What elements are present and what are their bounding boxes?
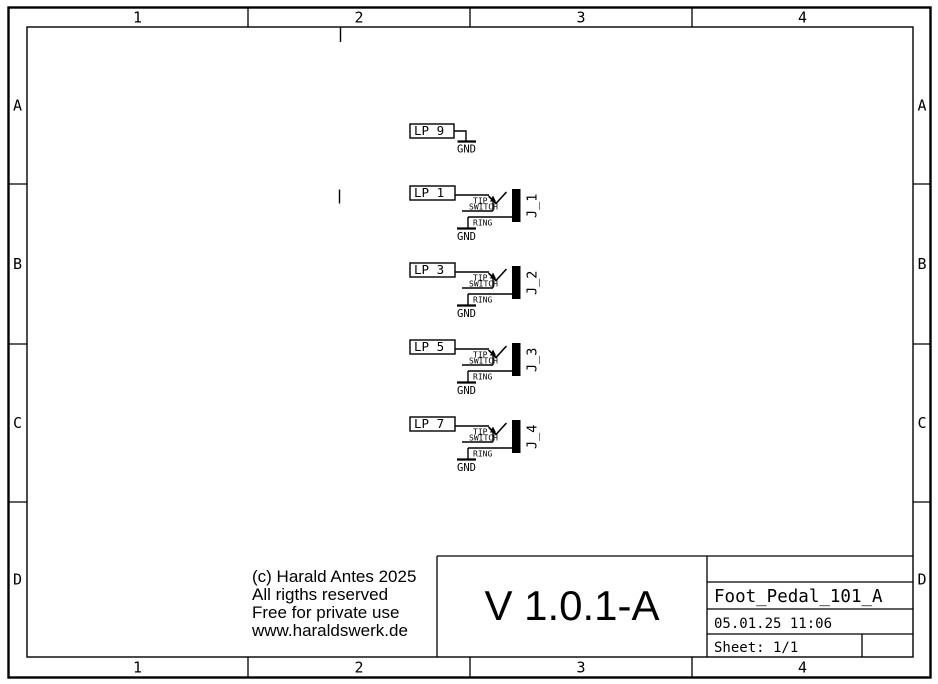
gnd-label: GND xyxy=(457,144,476,156)
row-label-left-B: B xyxy=(13,255,22,273)
hier-label-text: LP_7 xyxy=(414,416,444,431)
gnd-label: GND xyxy=(457,462,476,474)
jack-designator: J_2 xyxy=(525,271,541,295)
jack-circuit-4[interactable]: LP_7 TIP SWITCH RING GND J_4 xyxy=(409,416,541,474)
row-label-right-D: D xyxy=(917,571,926,589)
row-label-left-C: C xyxy=(13,414,22,432)
pin-name-tip: TIP xyxy=(473,197,488,206)
jack-designator: J_1 xyxy=(525,194,541,218)
column-label-bottom-4: 4 xyxy=(798,659,807,677)
jack-circuit-3[interactable]: LP_5 TIP SWITCH RING GND J_3 xyxy=(409,339,541,397)
hier-label-text: LP_1 xyxy=(414,185,444,200)
jack-designator: J_3 xyxy=(525,348,541,372)
column-label-top-4: 4 xyxy=(798,9,807,27)
column-label-bottom-2: 2 xyxy=(354,659,363,677)
hier-label-text: LP_3 xyxy=(414,262,444,277)
copyright-line-1: (c) Harald Antes 2025 xyxy=(252,567,416,586)
hier-label-box[interactable] xyxy=(409,262,456,278)
pin-name-ring: RING xyxy=(473,219,492,228)
hier-label-box[interactable] xyxy=(409,416,456,432)
project-title: Foot_Pedal_101_A xyxy=(714,587,883,607)
jack-sleeve-bar[interactable] xyxy=(512,189,521,222)
pin-name-tip: TIP xyxy=(473,274,488,283)
pin-name-tip: TIP xyxy=(473,351,488,360)
date-text: 05.01.25 11:06 xyxy=(714,616,832,632)
pin-name-switch: SWITCH xyxy=(469,434,498,443)
column-label-top-2: 2 xyxy=(354,9,363,27)
tip-contact xyxy=(488,191,507,205)
tip-contact xyxy=(488,268,507,282)
frame-inner-border xyxy=(26,26,914,658)
row-label-right-C: C xyxy=(917,414,926,432)
gnd-label: GND xyxy=(457,308,476,320)
title-block: V 1.0.1-A Foot_Pedal_101_A 05.01.25 11:0… xyxy=(436,555,913,657)
pin-name-ring: RING xyxy=(473,450,492,459)
hier-label-text: LP_9 xyxy=(414,123,444,138)
gnd-label: GND xyxy=(457,385,476,397)
copyright-line-2: All rigths reserved xyxy=(252,585,388,604)
row-label-right-A: A xyxy=(917,97,926,115)
copyright-line-3: Free for private use xyxy=(252,603,399,622)
column-label-top-3: 3 xyxy=(576,9,585,27)
column-label-top-1: 1 xyxy=(133,9,142,27)
wire[interactable] xyxy=(454,130,467,142)
jack-sleeve-bar[interactable] xyxy=(512,420,521,453)
row-label-right-B: B xyxy=(917,255,926,273)
tip-contact xyxy=(488,345,507,359)
pin-name-ring: RING xyxy=(473,373,492,382)
sheet-number: Sheet: 1/1 xyxy=(714,640,798,656)
sheet-frame: 1 2 3 4 1 2 3 4 A B C D A B C D xyxy=(7,6,932,679)
column-label-bottom-1: 1 xyxy=(133,659,142,677)
row-label-left-A: A xyxy=(13,97,22,115)
hier-label-box[interactable] xyxy=(409,339,456,355)
jack-sleeve-bar[interactable] xyxy=(512,266,521,299)
pin-name-switch: SWITCH xyxy=(469,357,498,366)
pin-name-ring: RING xyxy=(473,296,492,305)
hier-label-box[interactable] xyxy=(409,185,456,201)
copyright-notice: (c) Harald Antes 2025 All rigths reserve… xyxy=(251,567,416,640)
frame-outer-border xyxy=(7,6,932,679)
pin-name-switch: SWITCH xyxy=(469,203,498,212)
copyright-line-4: www.haraldswerk.de xyxy=(251,621,408,640)
gnd-label: GND xyxy=(457,231,476,243)
hier-label-text: LP_5 xyxy=(414,339,444,354)
column-label-bottom-3: 3 xyxy=(576,659,585,677)
version-text: V 1.0.1-A xyxy=(484,582,659,629)
title-block-lines xyxy=(436,555,913,657)
tip-contact xyxy=(488,422,507,436)
pin-name-tip: TIP xyxy=(473,428,488,437)
frame-division-ticks xyxy=(8,7,931,677)
pin-name-switch: SWITCH xyxy=(469,280,498,289)
jack-sleeve-bar[interactable] xyxy=(512,343,521,376)
row-label-left-D: D xyxy=(13,571,22,589)
jack-circuit-1[interactable]: LP_1 TIP SWITCH RING GND J_1 xyxy=(409,185,541,243)
jack-designator: J_4 xyxy=(525,425,541,449)
jack-circuit-2[interactable]: LP_3 TIP SWITCH RING GND J_2 xyxy=(409,262,541,320)
ground-reference-lp9[interactable]: LP_9 GND xyxy=(409,123,476,156)
